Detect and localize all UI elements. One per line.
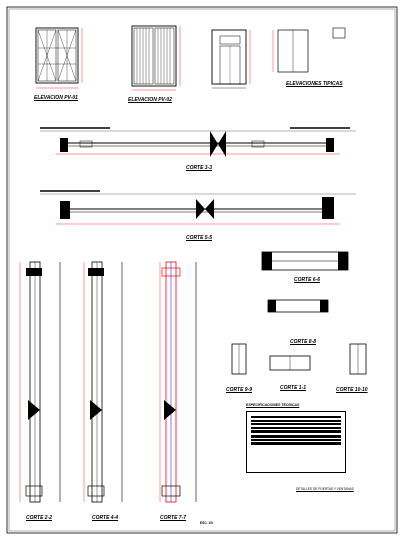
spec-line: [251, 434, 341, 438]
title-corte-5-5: CORTE 5-5: [186, 235, 213, 241]
section-8-8: [267, 299, 329, 313]
specs-box: [246, 411, 346, 473]
specs-title: ESPECIFICACIONES TECNICAS: [246, 403, 300, 407]
elevation-pv01: [35, 27, 83, 89]
title-corte-8-8: CORTE 8-8: [290, 339, 317, 345]
sheet-border: [6, 6, 398, 534]
title-corte-6-6: CORTE 6-6: [294, 277, 321, 283]
title-corte-1-1: CORTE 1-1: [280, 385, 307, 391]
section-5-5: [40, 190, 356, 225]
section-9-9: [231, 343, 247, 375]
title-corte-2-2: CORTE 2-2: [26, 515, 53, 521]
spec-line: [251, 423, 341, 426]
title-corte-9-9: CORTE 9-9: [226, 387, 253, 393]
section-3-3: [40, 127, 356, 157]
spec-line: [251, 442, 341, 445]
sheet-scale: ESC. 1/5: [200, 521, 213, 525]
section-10-10: [349, 343, 367, 375]
section-6-6: [261, 251, 349, 271]
title-corte-10-10: CORTE 10-10: [336, 387, 368, 393]
section-7-7: [159, 261, 197, 503]
spec-line: [251, 430, 341, 434]
title-corte-4-4: CORTE 4-4: [92, 515, 119, 521]
section-4-4: [83, 261, 123, 503]
elevation-typical: [272, 27, 346, 73]
title-corte-3-3: CORTE 3-3: [186, 165, 213, 171]
title-elev-pv02: ELEVACION PV-02: [128, 97, 172, 103]
elevation-pv02: [131, 25, 181, 91]
section-2-2: [19, 261, 61, 503]
elevation-door-transom: [211, 29, 251, 89]
spec-line: [251, 419, 341, 422]
spec-line: [251, 438, 341, 442]
sheet-inner-border: [8, 8, 396, 532]
footer-title: DETALLES DE PUERTAS Y VENTANAS: [296, 487, 354, 491]
title-elev-typical: ELEVACIONES TIPICAS: [286, 81, 343, 87]
section-1-1: [269, 355, 311, 371]
title-elev-pv01: ELEVACION PV-01: [34, 95, 78, 101]
title-corte-7-7: CORTE 7-7: [160, 515, 187, 521]
spec-line: [251, 416, 341, 419]
spec-line: [251, 426, 341, 429]
